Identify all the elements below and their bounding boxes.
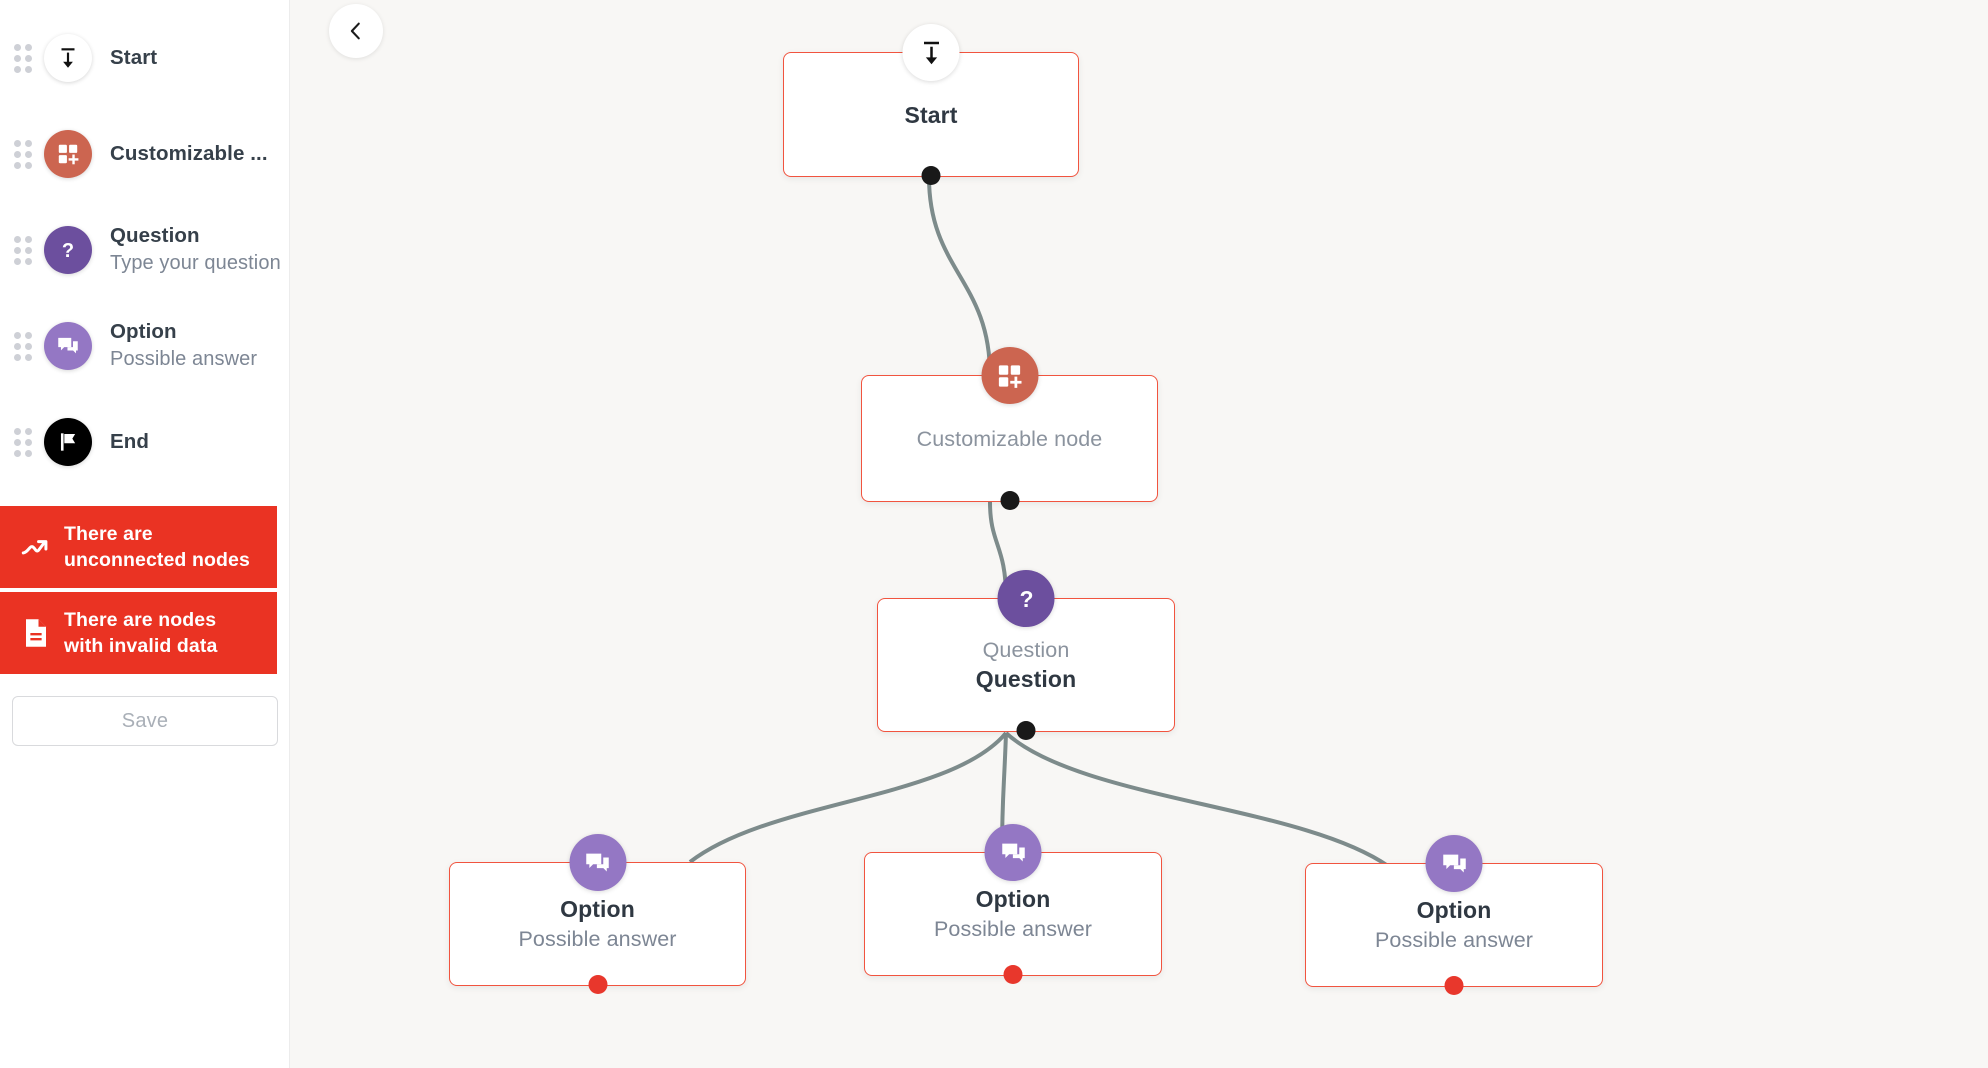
node-title: Option <box>975 886 1051 912</box>
node-source-handle[interactable] <box>1000 491 1019 510</box>
node-label: Customizable node <box>916 426 1103 451</box>
alert-text: There are unconnected nodes <box>64 523 250 571</box>
chat-bubbles-icon <box>984 824 1042 881</box>
palette-item-start[interactable]: Start <box>0 10 289 106</box>
svg-text:?: ? <box>1019 585 1033 611</box>
palette-item-text: End <box>110 429 149 455</box>
document-icon <box>14 616 58 650</box>
node-source-handle[interactable] <box>1003 965 1023 984</box>
svg-text:?: ? <box>62 240 74 262</box>
node-title: Start <box>904 101 958 128</box>
palette-item-title: Customizable ... <box>110 142 268 165</box>
flag-icon <box>44 418 92 466</box>
chat-bubbles-icon <box>569 834 626 891</box>
node-title: Option <box>560 896 635 922</box>
drag-handle-icon[interactable] <box>12 43 34 73</box>
node-option-3[interactable]: Option Possible answer <box>1305 835 1603 995</box>
node-source-handle[interactable] <box>588 975 607 994</box>
alert-invalid-data[interactable]: There are nodes with invalid data <box>0 592 277 674</box>
edge-start-to-customizable <box>927 176 992 376</box>
sidebar: Start Customizab <box>0 0 290 1068</box>
grid-plus-icon <box>981 347 1038 404</box>
palette-item-option[interactable]: Option Possible answer <box>0 298 289 394</box>
chat-bubbles-icon <box>44 322 92 370</box>
palette-item-subtitle: Possible answer <box>110 348 258 370</box>
save-button-container: Save <box>0 678 289 746</box>
back-button[interactable] <box>329 4 383 58</box>
node-source-handle[interactable] <box>921 166 941 185</box>
drag-handle-icon[interactable] <box>12 139 34 169</box>
palette-item-text: Start <box>110 45 157 71</box>
drag-handle-icon[interactable] <box>12 235 34 265</box>
node-subtitle: Possible answer <box>518 927 677 951</box>
node-subtitle: Possible answer <box>933 917 1093 941</box>
flow-canvas[interactable]: Start Customizable node ? <box>290 0 1988 1068</box>
node-title: Question <box>975 666 1077 692</box>
node-palette: Start Customizab <box>0 0 289 490</box>
download-arrow-icon <box>44 34 92 82</box>
node-label: Question <box>982 638 1070 662</box>
chat-bubbles-icon <box>1425 835 1483 892</box>
node-subtitle: Possible answer <box>1374 928 1534 952</box>
palette-item-end[interactable]: End <box>0 394 289 490</box>
question-mark-icon: ? <box>997 570 1055 627</box>
chevron-left-icon <box>350 22 360 40</box>
palette-item-question[interactable]: ? Question Type your question <box>0 202 289 298</box>
node-option-2[interactable]: Option Possible answer <box>864 824 1162 984</box>
validation-alerts: There are unconnected nodes There are no… <box>0 506 289 674</box>
node-source-handle[interactable] <box>1444 976 1464 995</box>
drag-handle-icon[interactable] <box>12 331 34 361</box>
palette-item-title: Option <box>110 320 177 343</box>
trending-up-icon <box>14 530 58 564</box>
grid-plus-icon <box>44 130 92 178</box>
node-title: Option <box>1416 897 1492 923</box>
alert-unconnected-nodes[interactable]: There are unconnected nodes <box>0 506 277 588</box>
node-customizable[interactable]: Customizable node <box>861 347 1158 510</box>
question-mark-icon: ? <box>44 226 92 274</box>
palette-item-title: End <box>110 430 150 453</box>
node-question[interactable]: ? Question Question <box>877 570 1175 740</box>
node-source-handle[interactable] <box>1016 721 1036 740</box>
palette-item-title: Question <box>110 224 200 247</box>
palette-item-subtitle: Type your question <box>110 252 281 274</box>
drag-handle-icon[interactable] <box>12 427 34 457</box>
download-arrow-icon <box>902 24 960 81</box>
node-start[interactable]: Start <box>783 24 1079 185</box>
node-option-1[interactable]: Option Possible answer <box>449 834 746 994</box>
palette-item-text: Option Possible answer <box>110 319 257 373</box>
alert-text: There are nodes with invalid data <box>64 609 218 657</box>
palette-item-title: Start <box>110 46 158 69</box>
edge-question-to-option1 <box>688 731 1008 864</box>
palette-item-text: Customizable ... <box>110 141 268 167</box>
edge-question-to-option3 <box>1004 731 1390 868</box>
palette-item-text: Question Type your question <box>110 223 281 277</box>
save-button[interactable]: Save <box>12 696 278 746</box>
palette-item-customizable[interactable]: Customizable ... <box>0 106 289 202</box>
